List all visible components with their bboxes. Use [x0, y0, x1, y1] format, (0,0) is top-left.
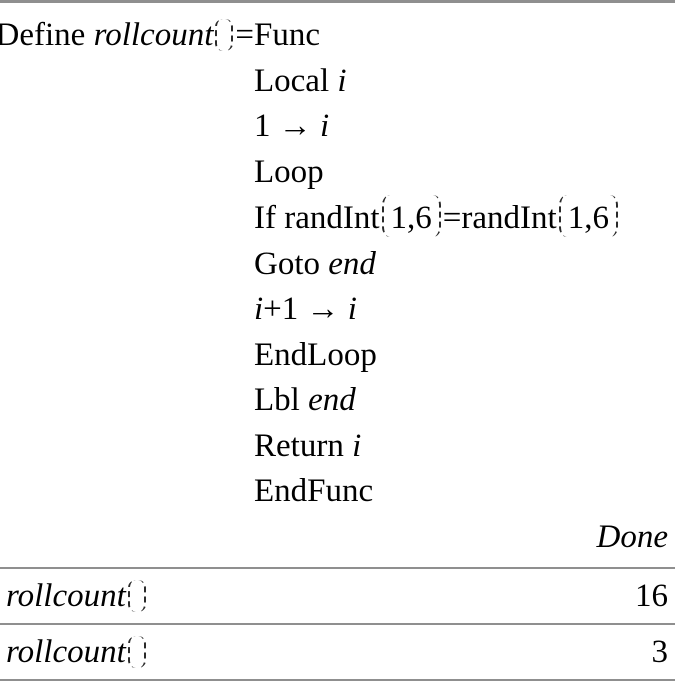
define-prefix: Define rollcount =	[0, 13, 254, 59]
top-divider	[0, 0, 675, 3]
code-token: Define	[0, 17, 94, 53]
row-divider-2	[0, 623, 675, 625]
code-token: rollcount	[6, 633, 126, 670]
program-result-done[interactable]: Done	[596, 518, 668, 555]
code-token: =randInt	[442, 200, 557, 236]
dashed-paren-right	[433, 195, 441, 237]
code-token: +1 →	[263, 291, 348, 327]
code-line: EndLoop	[254, 333, 668, 379]
code-token: EndLoop	[254, 336, 377, 373]
row-divider-1	[0, 567, 675, 569]
code-token: =	[235, 17, 254, 53]
expression-rollcount-1[interactable]: rollcount	[6, 578, 148, 615]
expression-rollcount-2[interactable]: rollcount	[6, 634, 148, 671]
dashed-paren-right	[610, 195, 618, 237]
code-line: i+1 → i	[254, 287, 668, 333]
code-token: i	[320, 108, 330, 144]
code-line: Goto end	[254, 242, 668, 288]
code-token: Local	[254, 62, 338, 99]
code-token: Loop	[254, 153, 324, 190]
code-line: EndFunc	[254, 469, 668, 515]
code-token: If randInt	[254, 200, 380, 236]
code-token: i	[337, 62, 347, 99]
code-token: Func	[254, 17, 320, 53]
code-line: If randInt 1,6 =randInt 1,6	[254, 195, 668, 242]
code-line: Lbl end	[254, 378, 668, 424]
code-token: i	[347, 291, 357, 327]
code-token: i	[352, 427, 362, 464]
result-value-2[interactable]: 3	[651, 633, 669, 670]
dashed-paren-right	[225, 19, 234, 51]
code-token: Return	[254, 427, 353, 464]
code-token: 1,6	[390, 200, 432, 236]
code-token: Goto	[254, 245, 329, 282]
code-token: rollcount	[6, 577, 126, 614]
code-line: Func	[254, 13, 668, 59]
dashed-paren-left	[558, 195, 567, 237]
bottom-divider	[0, 679, 675, 681]
result-value-1[interactable]: 16	[635, 577, 668, 614]
dashed-paren-right	[138, 579, 146, 612]
history-row-2[interactable]: rollcount 3	[0, 625, 675, 679]
dashed-paren-left	[127, 579, 136, 612]
dashed-paren-left	[215, 19, 223, 51]
history-row-1[interactable]: rollcount 16	[0, 569, 675, 623]
code-token: end	[328, 245, 376, 282]
code-token: rollcount	[93, 17, 214, 53]
dashed-paren-left	[381, 195, 390, 237]
code-token: EndFunc	[254, 473, 374, 509]
dashed-paren-left	[127, 635, 136, 668]
code-token: i	[254, 291, 264, 327]
code-line: Local i	[254, 59, 668, 105]
code-line: Return i	[254, 424, 668, 470]
code-token: Lbl	[254, 382, 309, 418]
code-token: end	[308, 382, 356, 418]
code-line: 1 → i	[254, 104, 668, 150]
code-line: Loop	[254, 150, 668, 196]
code-token: 1 →	[254, 108, 320, 144]
code-token: 1,6	[567, 200, 609, 236]
dashed-paren-right	[138, 635, 146, 668]
